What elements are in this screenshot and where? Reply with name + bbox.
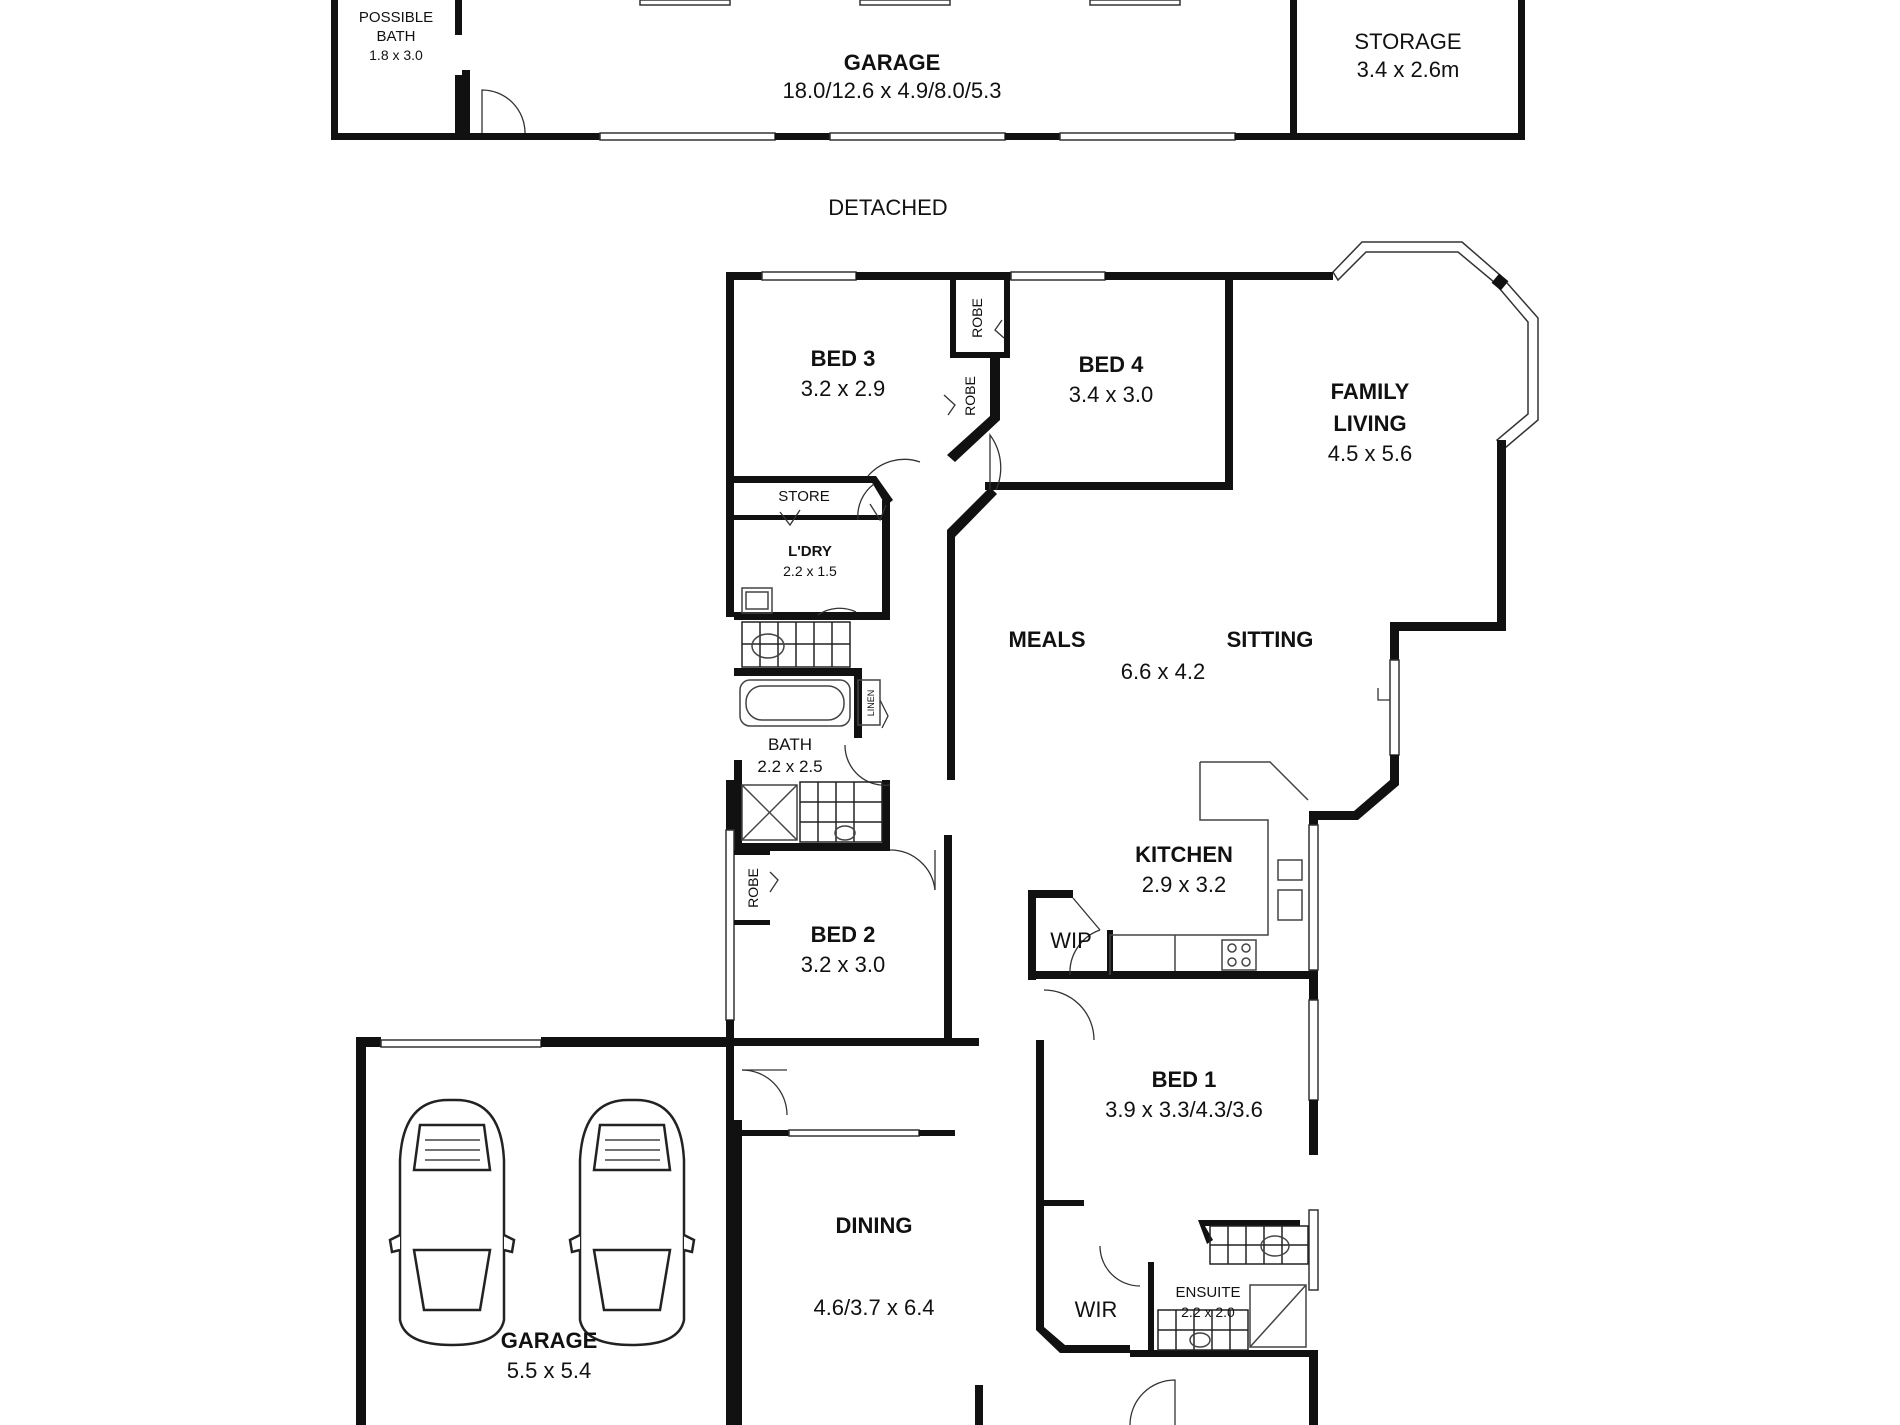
wir-name: WIR xyxy=(1075,1297,1118,1322)
robe-label-bed3: ROBE xyxy=(962,376,978,416)
detached-garage-name: GARAGE xyxy=(844,50,941,75)
storage-dims: 3.4 x 2.6m xyxy=(1357,57,1460,82)
dining-name: DINING xyxy=(836,1213,913,1238)
kitchen-name: KITCHEN xyxy=(1135,842,1233,867)
bed2-name: BED 2 xyxy=(811,922,876,947)
detached-garage-dims: 18.0/12.6 x 4.9/8.0/5.3 xyxy=(783,78,1002,103)
garage-name: GARAGE xyxy=(501,1328,598,1353)
meals-sitting-dims: 6.6 x 4.2 xyxy=(1121,659,1205,684)
family-living-name-2: LIVING xyxy=(1333,411,1406,436)
door-swings xyxy=(741,319,1390,1425)
laundry-name: L'DRY xyxy=(788,543,832,560)
robe-label-bed2: ROBE xyxy=(745,868,761,908)
detached-label: DETACHED xyxy=(828,195,947,220)
bed3-name: BED 3 xyxy=(811,346,876,371)
car-icon xyxy=(568,1098,696,1347)
linen-label: LINEN xyxy=(866,690,876,717)
ensuite-name: ENSUITE xyxy=(1175,1284,1240,1301)
meals-name: MEALS xyxy=(1009,627,1086,652)
room-labels: POSSIBLE BATH 1.8 x 3.0 GARAGE 18.0/12.6… xyxy=(359,9,1462,1383)
bed1-dims: 3.9 x 3.3/4.3/3.6 xyxy=(1105,1097,1263,1122)
bath-dims: 2.2 x 2.5 xyxy=(757,757,822,776)
garage-dims: 5.5 x 5.4 xyxy=(507,1358,591,1383)
car-icon xyxy=(388,1098,516,1347)
possible-bath-dims: 1.8 x 3.0 xyxy=(369,47,423,63)
possible-bath-name-1: POSSIBLE xyxy=(359,9,433,26)
wip-name: WIP xyxy=(1050,928,1092,953)
store-name: STORE xyxy=(778,488,829,505)
family-living-name-1: FAMILY xyxy=(1331,379,1410,404)
possible-bath-name-2: BATH xyxy=(377,28,416,45)
bed1-name: BED 1 xyxy=(1152,1067,1217,1092)
storage-name: STORAGE xyxy=(1354,29,1461,54)
fixtures xyxy=(739,587,1309,1351)
bed3-dims: 3.2 x 2.9 xyxy=(801,376,885,401)
detached-building xyxy=(331,0,1525,141)
dining-dims: 4.6/3.7 x 6.4 xyxy=(813,1295,934,1320)
bed4-dims: 3.4 x 3.0 xyxy=(1069,382,1153,407)
robe-label-bed4: ROBE xyxy=(969,298,985,338)
ensuite-dims: 2.2 x 2.0 xyxy=(1181,1304,1235,1320)
bed2-dims: 3.2 x 3.0 xyxy=(801,952,885,977)
bath-name: BATH xyxy=(768,735,812,754)
kitchen-dims: 2.9 x 3.2 xyxy=(1142,872,1226,897)
sitting-name: SITTING xyxy=(1227,627,1314,652)
bed4-name: BED 4 xyxy=(1079,352,1145,377)
laundry-dims: 2.2 x 1.5 xyxy=(783,563,837,579)
family-living-dims: 4.5 x 5.6 xyxy=(1328,441,1412,466)
